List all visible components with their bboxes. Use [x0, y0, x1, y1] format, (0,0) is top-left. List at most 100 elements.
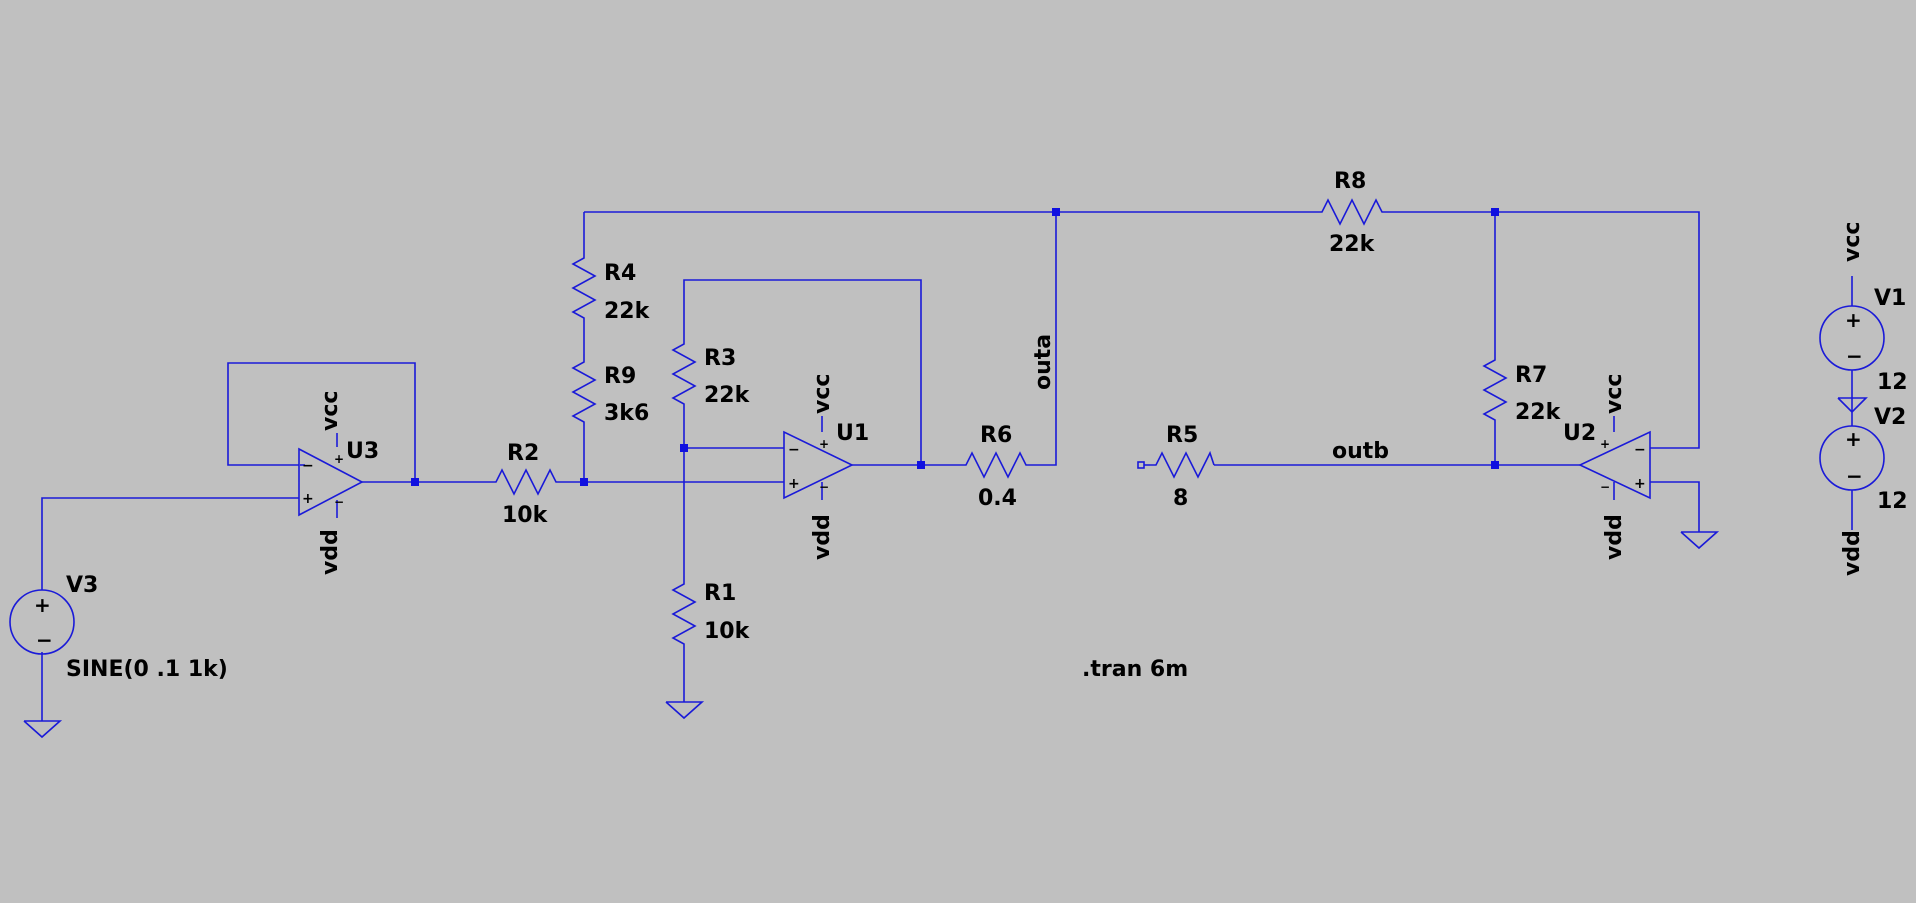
resistor-r7-symbol[interactable]	[1482, 352, 1508, 424]
opamp-u2-name: U2	[1563, 421, 1596, 446]
opamp-u1-name: U1	[836, 421, 869, 446]
junction-u3-out[interactable]	[411, 478, 419, 486]
opamp-u1-supply-plus-icon: +	[819, 437, 829, 451]
source-v1[interactable]: + − V1 12 vcc	[1819, 222, 1908, 395]
resistor-r5-name: R5	[1166, 423, 1198, 448]
port-r5[interactable]	[1137, 461, 1145, 469]
opamp-u2-supply-minus-icon: −	[1600, 480, 1610, 494]
source-v2-name: V2	[1874, 405, 1906, 430]
resistor-r1[interactable]: R1 10k	[671, 576, 751, 648]
source-v2-value: 12	[1877, 489, 1908, 514]
opamp-u2-supply-plus-icon: +	[1600, 437, 1610, 451]
resistor-r3[interactable]: R3 22k	[671, 336, 751, 408]
resistor-r3-value: 22k	[704, 383, 751, 408]
opamp-u2[interactable]: − + + − U2 vcc vdd	[1563, 374, 1651, 560]
opamp-u3-name: U3	[346, 439, 379, 464]
wire-v3-u3	[41, 497, 299, 590]
resistor-r3-name: R3	[704, 346, 736, 371]
wires	[41, 211, 1853, 713]
resistor-r6-value: 0.4	[978, 486, 1017, 511]
resistor-r8-value: 22k	[1329, 232, 1376, 257]
resistor-r8[interactable]: R8 22k	[1316, 169, 1388, 257]
resistor-r6-symbol[interactable]	[960, 451, 1030, 479]
wire-u2-gnd	[1650, 481, 1700, 532]
resistor-r4[interactable]: R4 22k	[571, 250, 651, 324]
opamp-u1-vcc-label: vcc	[810, 374, 835, 414]
source-v2-symbol[interactable]	[1819, 425, 1885, 491]
resistor-r5[interactable]: R5 8	[1150, 423, 1215, 511]
source-junction-icon	[1837, 397, 1868, 414]
resistor-r1-value: 10k	[704, 619, 751, 644]
resistor-r4-symbol[interactable]	[571, 250, 597, 322]
resistor-r2-name: R2	[507, 441, 539, 466]
resistor-r5-value: 8	[1173, 486, 1188, 511]
opamp-u3[interactable]: − + + − U3 vcc vdd	[298, 391, 379, 575]
resistor-r2[interactable]: R2 10k	[490, 441, 560, 528]
resistor-r7-value: 22k	[1515, 400, 1562, 425]
resistor-r7[interactable]: R7 22k	[1482, 352, 1562, 425]
resistor-r3-symbol[interactable]	[671, 336, 697, 408]
opamp-u3-vcc-label: vcc	[318, 391, 343, 431]
resistor-r2-symbol[interactable]	[490, 468, 560, 496]
resistor-r6-name: R6	[980, 423, 1012, 448]
opamp-u2-vcc-label: vcc	[1602, 374, 1627, 414]
source-v2-net-label: vdd	[1840, 530, 1865, 576]
source-v1-name: V1	[1874, 286, 1906, 311]
resistor-r8-symbol[interactable]	[1316, 198, 1388, 226]
opamp-u2-minus-icon: −	[1634, 442, 1646, 458]
net-label-outa[interactable]: outa	[1031, 334, 1056, 390]
resistor-r7-name: R7	[1515, 363, 1547, 388]
opamp-u3-supply-minus-icon: −	[334, 495, 344, 509]
wire-top-right	[1388, 211, 1700, 449]
source-v3[interactable]: + − V3 SINE(0 .1 1k)	[9, 573, 228, 682]
junction-r2-r9[interactable]	[580, 478, 588, 486]
opamp-u1-plus-icon: +	[788, 476, 800, 492]
junction-r8-r7[interactable]	[1491, 208, 1499, 216]
opamp-u3-symbol[interactable]	[298, 447, 364, 517]
source-v1-symbol[interactable]	[1819, 305, 1885, 371]
source-v1-value: 12	[1877, 370, 1908, 395]
resistor-r9[interactable]: R9 3k6	[571, 354, 649, 426]
resistor-r6[interactable]: R6 0.4	[960, 423, 1030, 511]
resistor-r1-name: R1	[704, 581, 736, 606]
resistor-r5-symbol[interactable]	[1150, 450, 1215, 479]
resistor-r4-name: R4	[604, 261, 636, 286]
source-v2-plus-icon: +	[1845, 427, 1862, 451]
spice-directive[interactable]: .tran 6m	[1082, 657, 1188, 682]
opamp-u3-vdd-label: vdd	[318, 529, 343, 575]
source-v3-symbol[interactable]	[9, 589, 75, 655]
junction-outb[interactable]	[1491, 461, 1499, 469]
junction-u1-minus[interactable]	[680, 444, 688, 452]
opamp-u1-supply-minus-icon: −	[819, 480, 829, 494]
junction-u1-out[interactable]	[917, 461, 925, 469]
source-v2[interactable]: + − V2 12 vdd	[1819, 397, 1908, 576]
resistor-r9-symbol[interactable]	[571, 354, 597, 426]
source-v3-minus-icon: −	[36, 628, 53, 652]
resistor-r1-symbol[interactable]	[671, 576, 697, 648]
junctions	[411, 208, 1499, 486]
opamp-u1[interactable]: − + + − U1 vcc vdd	[783, 374, 869, 560]
junction-outa-top[interactable]	[1052, 208, 1060, 216]
wire-u3-feedback	[227, 362, 416, 482]
resistor-r9-name: R9	[604, 364, 636, 389]
opamp-u1-vdd-label: vdd	[810, 514, 835, 560]
wire-outa	[1030, 212, 1057, 466]
resistor-r9-value: 3k6	[604, 401, 649, 426]
resistor-r4-value: 22k	[604, 299, 651, 324]
ground-icon-v3	[23, 720, 63, 739]
source-v1-plus-icon: +	[1845, 308, 1862, 332]
source-v2-minus-icon: −	[1846, 464, 1863, 488]
opamp-u3-plus-icon: +	[302, 491, 314, 507]
ground-icon-r1	[665, 701, 705, 720]
opamp-u2-vdd-label: vdd	[1602, 514, 1627, 560]
opamp-u1-minus-icon: −	[788, 442, 800, 458]
opamp-u1-symbol[interactable]	[783, 430, 854, 500]
resistor-r8-name: R8	[1334, 169, 1366, 194]
opamp-u3-supply-plus-icon: +	[334, 452, 344, 466]
resistor-r2-value: 10k	[502, 503, 549, 528]
source-v3-plus-icon: +	[34, 593, 51, 617]
opamp-u3-minus-icon: −	[302, 458, 314, 474]
net-label-outb[interactable]: outb	[1332, 439, 1389, 464]
opamp-u2-symbol[interactable]	[1578, 430, 1651, 500]
